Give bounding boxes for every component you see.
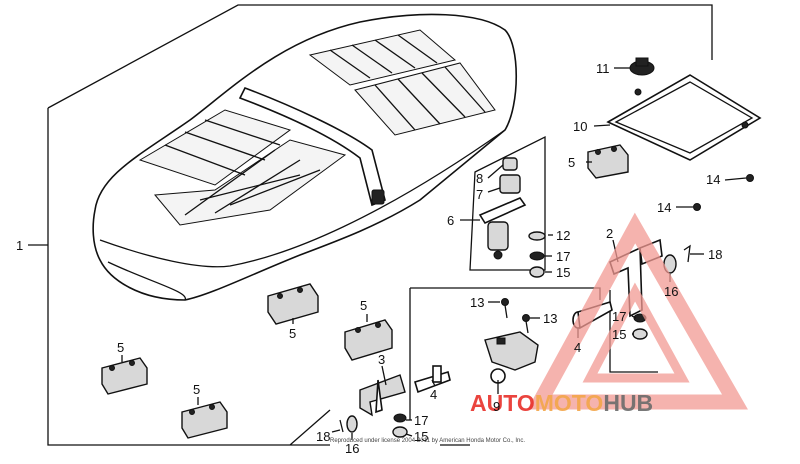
callout-9: 9 (493, 399, 500, 414)
callout-18-right: 18 (708, 247, 722, 262)
callout-8: 8 (476, 171, 483, 186)
callout-5-bottom: 5 (193, 382, 200, 397)
latch-9 (484, 331, 539, 384)
nut-15c (392, 426, 408, 438)
washer-17c (393, 413, 407, 423)
clip-14b (693, 203, 701, 211)
copyright-notice: Reproduced under license 2004-2011 by Am… (330, 438, 525, 444)
callout-17-lock: 17 (556, 249, 570, 264)
rubber-block-5c (101, 357, 148, 395)
rubber-block-5b (344, 319, 393, 361)
watermark-logo (527, 212, 748, 410)
callout-5-center: 5 (289, 326, 296, 341)
callout-16-right: 16 (664, 284, 678, 299)
pin-18b (339, 419, 344, 433)
callout-14-right: 14 (706, 172, 720, 187)
callout-12: 12 (556, 228, 570, 243)
callout-16-bottom: 16 (345, 441, 359, 456)
callout-labels: 1 2 3 4 4 5 5 5 5 5 6 7 8 9 10 11 12 13 … (16, 61, 722, 456)
rubber-block-5a (267, 283, 319, 325)
callout-1: 1 (16, 238, 23, 253)
callout-15-bracket: 15 (612, 327, 626, 342)
callout-5-tray: 5 (568, 155, 575, 170)
rubber-block-5d (181, 401, 228, 439)
callout-13-right: 13 (543, 311, 557, 326)
nut-15b (632, 328, 648, 340)
watermark-triangle-outer (527, 212, 748, 410)
pin-18a (683, 244, 691, 263)
washer-16b (346, 415, 358, 433)
callout-10: 10 (573, 119, 587, 134)
screw-13b (522, 314, 530, 334)
watermark-triangle-inner (582, 282, 690, 383)
washer-12 (528, 231, 546, 241)
callout-2: 2 (606, 226, 613, 241)
watermark-brand: AUTOMOTOHUB (470, 390, 653, 416)
screw-13a (501, 298, 509, 319)
seat-lock-6 (469, 135, 546, 271)
clip-14a (746, 174, 754, 182)
washer-17a (529, 251, 545, 261)
bracket-3 (359, 374, 406, 417)
callout-5-left: 5 (117, 340, 124, 355)
callout-15-bottom: 15 (414, 429, 428, 444)
callout-7: 7 (476, 187, 483, 202)
callout-11: 11 (596, 61, 610, 76)
callout-5-mid: 5 (360, 298, 367, 313)
callout-6: 6 (447, 213, 454, 228)
callout-3: 3 (378, 352, 385, 367)
seat-assembly (92, 13, 517, 301)
callout-4-right: 4 (574, 340, 581, 355)
nut-15a (529, 266, 545, 278)
callout-17-bracket: 17 (612, 309, 626, 324)
callout-13-left: 13 (470, 295, 484, 310)
callout-17-bottom: 17 (414, 413, 428, 428)
tool-tray-10 (606, 74, 762, 161)
cap-11 (629, 57, 655, 76)
callout-18-bottom: 18 (316, 429, 330, 444)
callout-14-left: 14 (657, 200, 671, 215)
callout-4-lower: 4 (430, 387, 437, 402)
rubber-block-5e (587, 144, 629, 179)
callout-15-lock: 15 (556, 265, 570, 280)
